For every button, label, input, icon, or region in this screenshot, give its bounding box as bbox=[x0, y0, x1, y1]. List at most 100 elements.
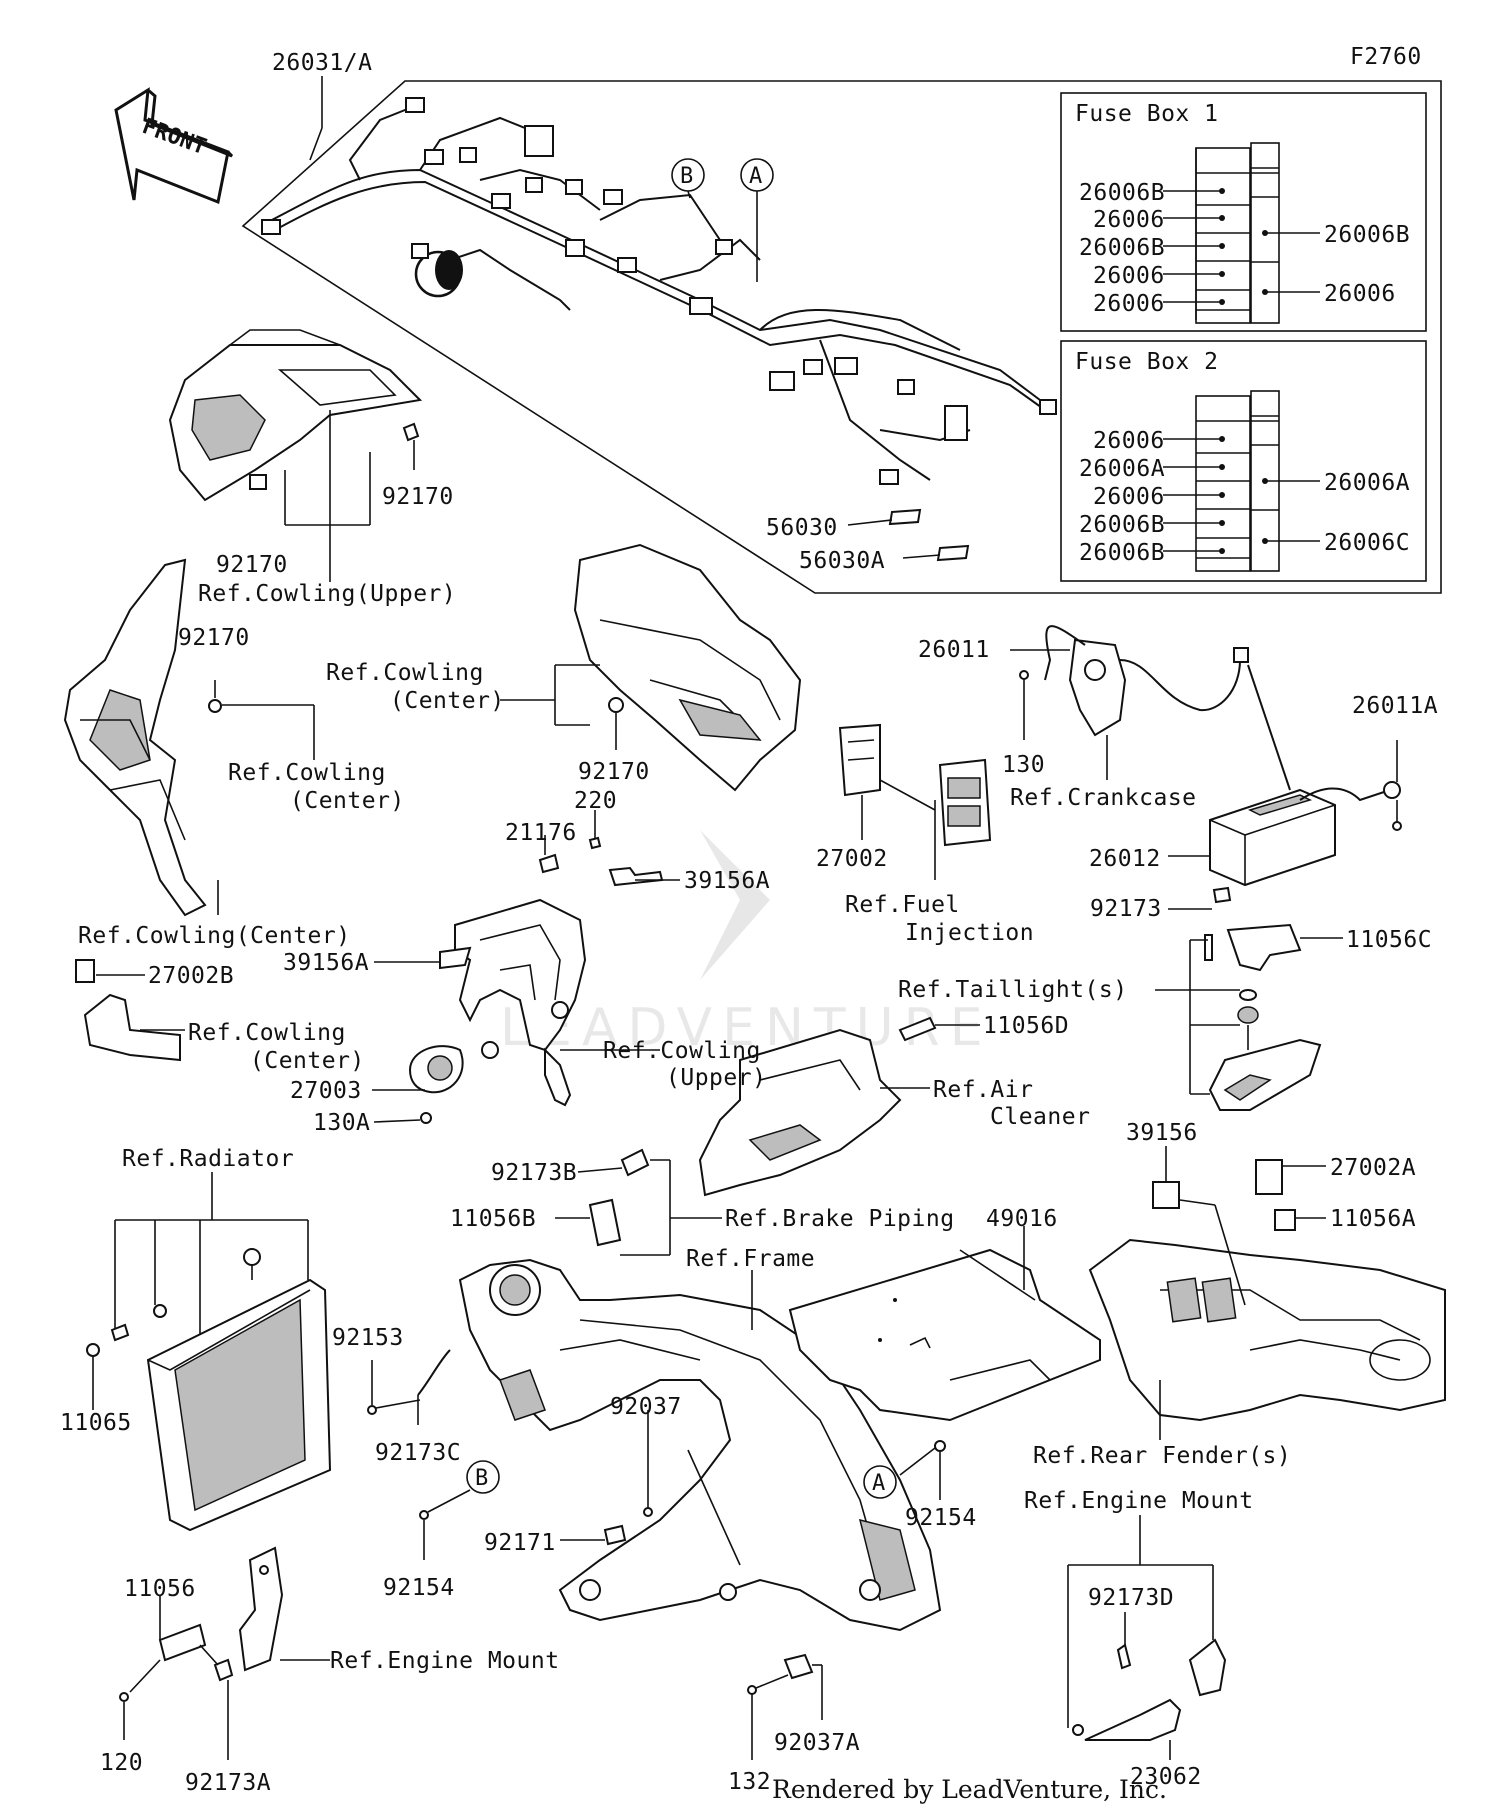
relay-27002B bbox=[75, 959, 185, 1062]
part-21176-label: 21176 bbox=[505, 820, 577, 846]
part-92170-label-4: 92170 bbox=[578, 759, 650, 785]
part-92170-label-2: 92170 bbox=[216, 552, 288, 578]
brake-piping-parts bbox=[555, 1148, 722, 1256]
ref-cowling-center-label-4b: (Center) bbox=[250, 1048, 365, 1074]
ref-cowling-center-label-1b: (Center) bbox=[390, 688, 505, 714]
ref-cowling-center-label-1a: Ref.Cowling bbox=[326, 660, 484, 686]
ref-brake-piping-label: Ref.Brake Piping bbox=[725, 1206, 955, 1232]
part-220-label: 220 bbox=[574, 788, 617, 814]
part-39156-label: 39156 bbox=[1126, 1120, 1198, 1146]
part-11056D-label: 11056D bbox=[983, 1013, 1069, 1039]
battery-26012 bbox=[1168, 664, 1402, 887]
fuse1-right-label-1: 26006B bbox=[1324, 222, 1410, 248]
ref-air-cleaner-label-b: Cleaner bbox=[990, 1104, 1090, 1130]
fuse1-left-label-5: 26006 bbox=[1093, 291, 1165, 317]
part-92037A-label: 92037A bbox=[774, 1730, 860, 1756]
ref-air-cleaner-label-a: Ref.Air bbox=[933, 1077, 1033, 1103]
ecu-unit bbox=[838, 723, 992, 880]
part-92173-label: 92173 bbox=[1090, 896, 1162, 922]
fuse-box-2-title: Fuse Box 2 bbox=[1075, 349, 1218, 375]
ref-engine-mount-label-1: Ref.Engine Mount bbox=[1024, 1488, 1254, 1514]
ref-crankcase-label: Ref.Crankcase bbox=[1010, 785, 1197, 811]
part-23062-label: 23062 bbox=[1130, 1764, 1202, 1790]
pad-56030A-icon bbox=[936, 544, 970, 562]
part-92173A-label: 92173A bbox=[185, 1770, 271, 1796]
part-11056A-label: 11056A bbox=[1330, 1206, 1416, 1232]
fuse2-left-label-2: 26006A bbox=[1079, 456, 1165, 482]
part-27003-label: 27003 bbox=[290, 1078, 362, 1104]
part-49016-label: 49016 bbox=[986, 1206, 1058, 1232]
fuse1-left-label-3: 26006B bbox=[1079, 235, 1165, 261]
part-39156A-label-1: 39156A bbox=[684, 868, 770, 894]
ref-fuel-injection-label-a: Ref.Fuel bbox=[845, 892, 960, 918]
part-92037-label: 92037 bbox=[610, 1394, 682, 1420]
crankcase-sensor bbox=[1010, 625, 1249, 780]
part-39156A-label-2: 39156A bbox=[283, 950, 369, 976]
leadventure-watermark: LEADVENTURE bbox=[500, 830, 993, 1058]
engine-mount-group-left bbox=[119, 1546, 330, 1760]
callout-a-text: A bbox=[749, 164, 762, 189]
ref-cowling-upper-label-1: Ref.Cowling(Upper) bbox=[198, 581, 456, 607]
part-11056-label: 11056 bbox=[124, 1576, 196, 1602]
watermark-text: LEADVENTURE bbox=[500, 998, 993, 1058]
part-130A-label: 130A bbox=[313, 1110, 370, 1136]
part-130-label: 130 bbox=[1002, 752, 1045, 778]
fuse2-left-label-4: 26006B bbox=[1079, 512, 1165, 538]
part-92170-label-1: 92170 bbox=[382, 484, 454, 510]
ref-radiator-label: Ref.Radiator bbox=[122, 1146, 294, 1172]
ref-cowling-upper-label-2b: (Upper) bbox=[666, 1065, 766, 1091]
fuse1-left-label-4: 26006 bbox=[1093, 263, 1165, 289]
wiring-harness-panel: 26031/A bbox=[241, 50, 1442, 594]
part-11056B-label: 11056B bbox=[450, 1206, 536, 1232]
taillight-group bbox=[1155, 886, 1343, 1111]
part-92173C-label: 92173C bbox=[375, 1440, 461, 1466]
ref-taillight-label: Ref.Taillight(s) bbox=[898, 977, 1128, 1003]
fuse1-left-label-2: 26006 bbox=[1093, 207, 1165, 233]
fuse2-right-label-2: 26006C bbox=[1324, 530, 1410, 556]
frame-fasteners bbox=[367, 1349, 946, 1566]
fuse2-left-label-3: 26006 bbox=[1093, 484, 1165, 510]
part-120-label: 120 bbox=[100, 1750, 143, 1776]
part-11056C-label: 11056C bbox=[1346, 927, 1432, 953]
fuse1-right-label-2: 26006 bbox=[1324, 281, 1396, 307]
part-92153-label: 92153 bbox=[332, 1325, 404, 1351]
part-11065-label: 11065 bbox=[60, 1410, 132, 1436]
front-arrow-icon: FRONT bbox=[114, 87, 234, 205]
ref-fuel-injection-label-b: Injection bbox=[905, 920, 1034, 946]
part-26011A-label: 26011A bbox=[1352, 693, 1438, 719]
part-27002-label: 27002 bbox=[816, 846, 888, 872]
figure-code: F2760 bbox=[1350, 44, 1422, 70]
callout-a-harness: A bbox=[740, 158, 774, 282]
callout-b-harness: B bbox=[671, 158, 705, 199]
rear-fender bbox=[1088, 1146, 1446, 1440]
fuse-box-2: Fuse Box 2 bbox=[1060, 340, 1427, 582]
fuse-box-1: Fuse Box 1 bbox=[1060, 92, 1427, 332]
callout-a-frame: A bbox=[863, 1465, 897, 1499]
part-56030A-label: 56030A bbox=[799, 548, 885, 574]
tray-49016 bbox=[788, 1226, 1101, 1422]
ref-frame-label: Ref.Frame bbox=[686, 1246, 815, 1272]
part-92171-label: 92171 bbox=[484, 1530, 556, 1556]
air-cleaner bbox=[698, 1016, 980, 1197]
part-92154-label-1: 92154 bbox=[383, 1575, 455, 1601]
ref-cowling-center-label-3: Ref.Cowling(Center) bbox=[78, 923, 351, 949]
callout-a-frame-text: A bbox=[872, 1471, 885, 1496]
part-92170-label-3: 92170 bbox=[178, 625, 250, 651]
fuse2-left-label-1: 26006 bbox=[1093, 428, 1165, 454]
fuse1-left-label-1: 26006B bbox=[1079, 180, 1165, 206]
fuse-box-2-grid bbox=[1163, 390, 1320, 572]
ref-cowling-center-label-2a: Ref.Cowling bbox=[228, 760, 386, 786]
part-27002A-label: 27002A bbox=[1330, 1155, 1416, 1181]
callout-b-frame: B bbox=[466, 1460, 500, 1494]
part-26012-label: 26012 bbox=[1089, 846, 1161, 872]
ref-cowling-center-label-4a: Ref.Cowling bbox=[188, 1020, 346, 1046]
part-26011-label: 26011 bbox=[918, 637, 990, 663]
center-cowling bbox=[500, 543, 802, 792]
center-bracket-assembly bbox=[372, 810, 680, 1124]
callout-b-text: B bbox=[680, 164, 693, 189]
left-cowling-center bbox=[63, 558, 315, 917]
ref-cowling-upper-label-2a: Ref.Cowling bbox=[603, 1038, 761, 1064]
wiring-harness-icon bbox=[261, 97, 1057, 485]
fuse2-right-label-1: 26006A bbox=[1324, 470, 1410, 496]
